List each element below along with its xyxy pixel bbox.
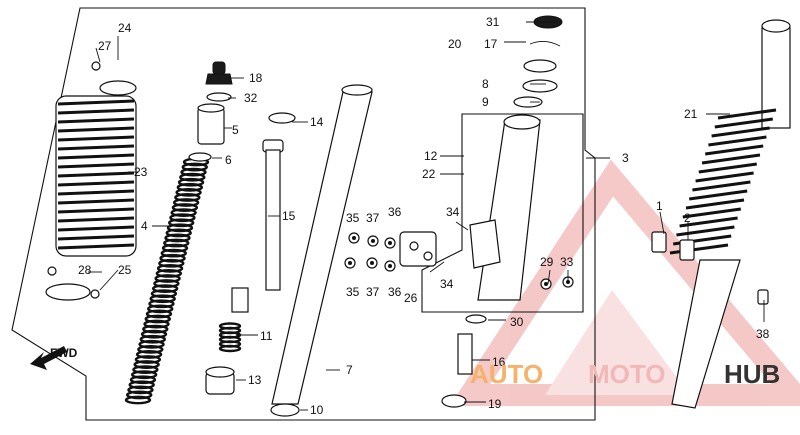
callout-30: 30	[510, 315, 524, 329]
callout-12: 12	[424, 149, 438, 163]
callout-14: 14	[310, 115, 324, 129]
callout-37: 37	[366, 211, 380, 225]
drain-bolt-set	[441, 314, 487, 408]
rebound-spring	[218, 322, 242, 353]
callout-29: 29	[540, 255, 554, 269]
slider-box	[421, 113, 584, 313]
callout-11: 11	[260, 329, 273, 343]
fork-spring	[124, 157, 210, 405]
callout-26: 26	[404, 291, 418, 305]
damper-rod	[231, 139, 284, 313]
boot-clamp	[47, 61, 101, 299]
fwd-arrow-icon: FWD	[30, 346, 78, 370]
callout-23: 23	[134, 165, 148, 179]
callout-4: 4	[141, 219, 148, 233]
callout-21: 21	[684, 107, 698, 121]
callout-13: 13	[248, 373, 262, 387]
callout-33: 33	[560, 255, 574, 269]
callout-6: 6	[225, 153, 232, 167]
callout-3: 3	[622, 151, 629, 165]
spring-seat	[188, 152, 212, 162]
callout-5: 5	[232, 123, 239, 137]
callout-10: 10	[310, 403, 324, 417]
callout-31: 31	[486, 15, 500, 29]
fork-bolt	[205, 61, 233, 102]
callout-18: 18	[249, 71, 263, 85]
callout-9: 9	[482, 95, 489, 109]
assembly-frame	[11, 7, 596, 421]
screw-38	[757, 289, 769, 305]
callout-25: 25	[118, 263, 132, 277]
dust-boot-left	[45, 80, 137, 301]
leader-lines	[88, 21, 765, 411]
callout-28: 28	[78, 263, 92, 277]
watermark-auto: AUTO	[470, 359, 543, 389]
callout-22: 22	[422, 167, 436, 181]
callout-37-b: 37	[366, 285, 380, 299]
oil-seal-set	[513, 15, 563, 108]
callout-32: 32	[244, 91, 258, 105]
callout-34-b: 34	[440, 277, 454, 291]
callout-1: 1	[656, 199, 663, 213]
callout-2: 2	[684, 211, 691, 225]
callout-24: 24	[118, 21, 132, 35]
callout-7: 7	[346, 363, 353, 377]
callout-36-b: 36	[388, 285, 402, 299]
watermark-hub: HUB	[724, 359, 780, 389]
watermark-moto: MOTO	[588, 359, 666, 389]
fork-tube	[270, 84, 373, 417]
fwd-label: FWD	[50, 346, 78, 360]
oil-lock-piece	[205, 366, 235, 395]
callout-34: 34	[446, 205, 460, 219]
axle-holder	[399, 231, 437, 267]
callout-16: 16	[492, 355, 506, 369]
nuts-washers	[344, 232, 574, 290]
callout-35: 35	[346, 211, 360, 225]
callout-19: 19	[488, 397, 502, 411]
callout-27: 27	[98, 39, 112, 53]
callout-35-b: 35	[346, 285, 360, 299]
callout-8: 8	[482, 77, 489, 91]
callout-15: 15	[282, 209, 296, 223]
fork-slider	[469, 114, 541, 301]
callout-20: 20	[448, 37, 462, 51]
watermark-text: AUTO MOTO HUB	[470, 359, 780, 389]
callout-17: 17	[484, 37, 498, 51]
callout-36: 36	[388, 205, 402, 219]
washer-14	[268, 112, 296, 124]
callout-38: 38	[756, 327, 770, 341]
spacer-collar	[197, 103, 225, 145]
fork-assembly-right	[651, 19, 791, 409]
